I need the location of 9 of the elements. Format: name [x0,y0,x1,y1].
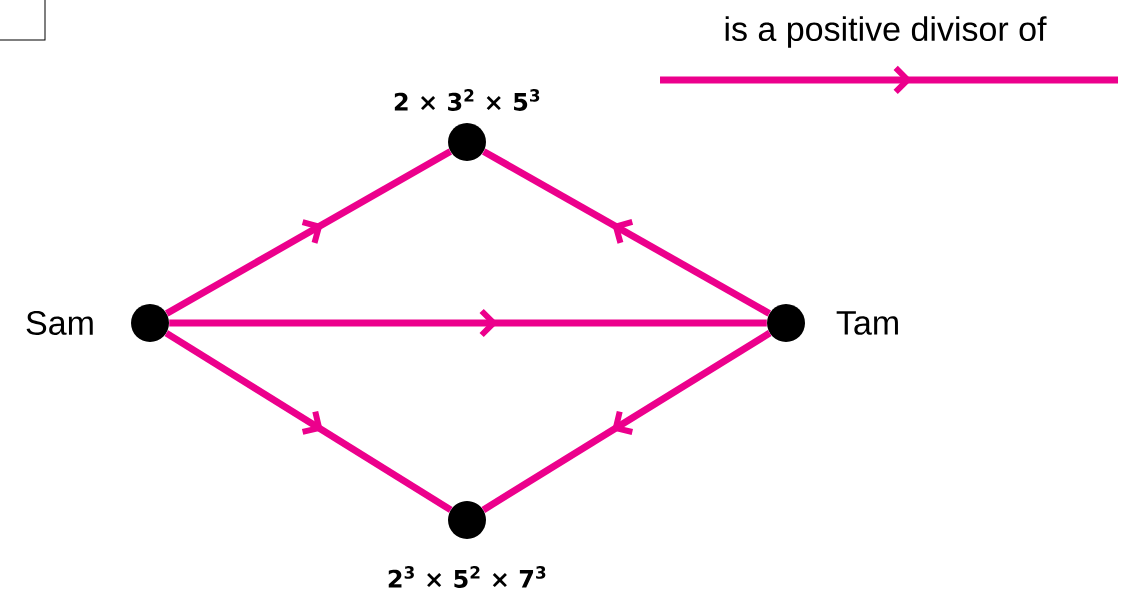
node-label: 2 × 3$^{2}$ × 5$^{3}$ [394,89,540,111]
node-dot [448,123,486,161]
node-dot [767,304,805,342]
node-label: Sam [26,310,93,336]
node-dot [131,304,169,342]
node-label: 2$^{3}$ × 5$^{2}$ × 7$^{3}$ [388,566,546,588]
node-label: Tam [836,311,898,335]
node-dot [448,501,486,539]
legend-label: is a positive divisor of [725,16,1047,48]
